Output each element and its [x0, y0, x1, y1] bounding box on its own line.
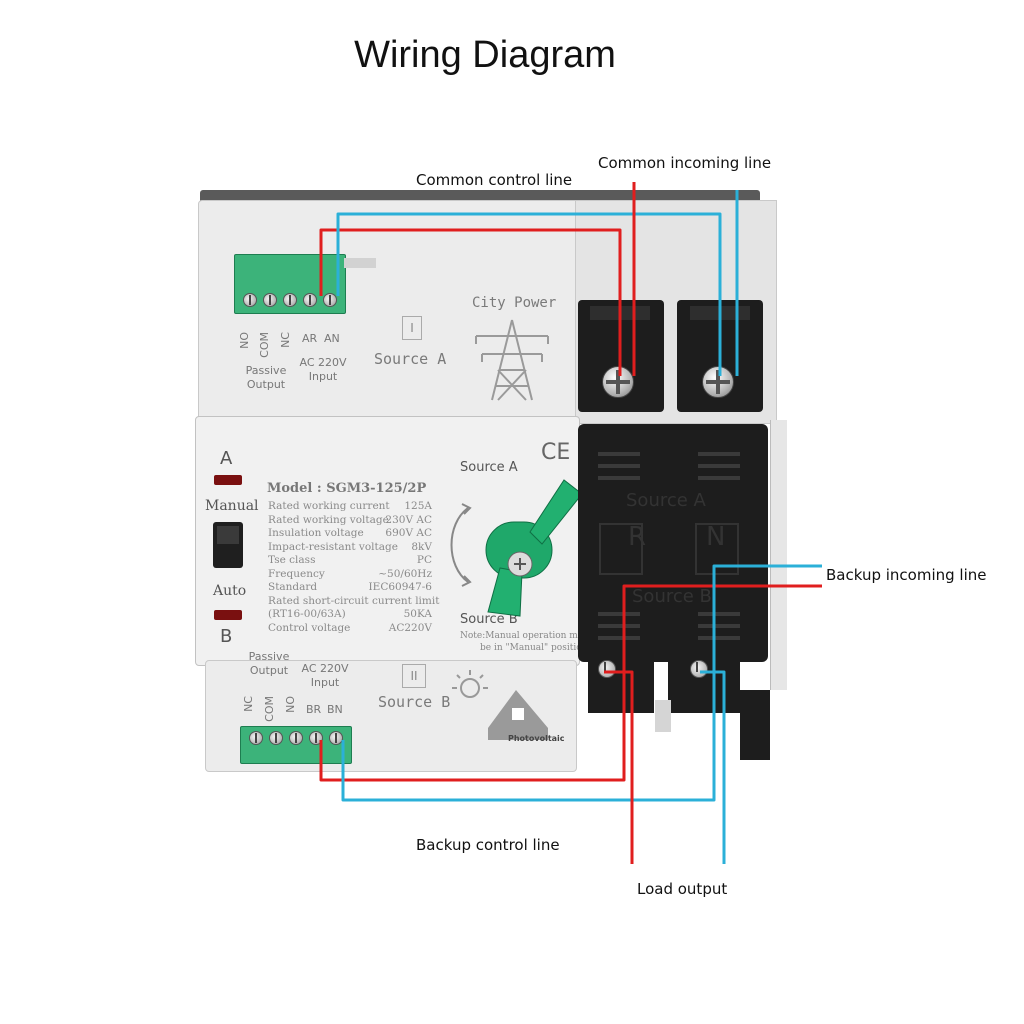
backup-incoming-red-wire: [319, 584, 822, 782]
spec-name: Insulation voltage: [268, 527, 364, 539]
spec-name: Rated working voltage: [268, 513, 389, 526]
breaker-source-a-label: Source A: [626, 490, 706, 511]
bottom-ac-input: AC 220V Input: [301, 662, 349, 689]
breaker-n-label: N: [706, 522, 726, 552]
load-output-blue-wire: [700, 670, 726, 864]
spec-value: AC220V: [388, 621, 432, 634]
photovoltaic-label: Photovoltaic: [508, 734, 565, 743]
spec-value: 690V AC: [385, 527, 432, 539]
knob-source-a-label: Source A: [460, 460, 518, 475]
callout-load-output: Load output: [637, 880, 728, 898]
breaker-center-block: [578, 424, 768, 662]
knob-source-b-label: Source B: [460, 612, 518, 627]
spec-name: Tse class: [268, 554, 316, 566]
spec-name: Rated short-circuit current limit: [268, 594, 440, 607]
spec-value: ~50/60Hz: [378, 567, 432, 580]
top-label-ar: AR: [302, 332, 318, 345]
spec-name: Rated working current: [268, 500, 390, 512]
power-tower-icon: [475, 319, 549, 401]
led-b-indicator: [214, 610, 242, 620]
led-a-label: A: [220, 448, 233, 469]
note-line-1: Note:Manual operation must: [460, 631, 592, 641]
note-line-2: be in "Manual" position: [480, 643, 588, 653]
load-output-red-wire: [604, 670, 634, 864]
top-roman-numeral: I: [402, 316, 422, 340]
spec-value: 125A: [404, 500, 432, 512]
top-rail: [344, 258, 376, 268]
bottom-label-br: BR: [306, 703, 322, 716]
spec-value: IEC60947-6: [368, 581, 432, 593]
ce-mark: CE: [541, 440, 571, 465]
bottom-source-label: Source B: [378, 693, 451, 711]
top-passive-output: Passive Output: [245, 364, 287, 391]
page-title: Wiring Diagram: [354, 34, 616, 76]
callout-common-control-line: Common control line: [416, 171, 573, 189]
model-label: Model : SGM3-125/2P: [267, 481, 427, 496]
top-source-label: Source A: [374, 350, 447, 368]
spec-value: 230V AC: [385, 513, 432, 526]
callout-backup-control-line: Backup control line: [416, 836, 560, 854]
top-screw-n: [702, 366, 734, 398]
led-a-indicator: [214, 475, 242, 485]
spec-value: 8kV: [411, 540, 432, 553]
spec-name: Control voltage: [268, 621, 351, 634]
selector-knob[interactable]: [470, 472, 590, 622]
manual-label: Manual: [205, 498, 259, 514]
backup-incoming-blue-wire: [341, 564, 822, 802]
callout-common-incoming-line: Common incoming line: [598, 154, 772, 172]
breaker-source-b-label: Source B: [632, 586, 712, 607]
callout-backup-incoming-line: Backup incoming line: [826, 566, 987, 584]
common-control-blue-wire: [336, 212, 722, 376]
spec-name: Frequency: [268, 567, 325, 580]
spec-value: 50KA: [403, 608, 432, 620]
bottom-label-bn: BN: [327, 703, 343, 716]
spec-name: Impact-resistant voltage: [268, 540, 398, 553]
manual-auto-switch[interactable]: [213, 522, 243, 568]
bottom-terminal-block: [240, 726, 352, 764]
spec-value: PC: [416, 554, 432, 566]
top-terminal-block: [234, 254, 346, 314]
spec-name: (RT16-00/63A): [268, 608, 346, 620]
led-b-label: B: [220, 626, 233, 647]
common-control-red-wire: [319, 228, 622, 376]
solar-panel-icon: [452, 670, 548, 740]
bottom-roman-numeral: II: [402, 664, 426, 688]
city-power-label: City Power: [472, 295, 557, 311]
vent-slots: [598, 452, 740, 640]
rotation-arrow-icon: [450, 503, 472, 587]
auto-label: Auto: [213, 583, 247, 599]
breaker-r-label: R: [628, 522, 647, 552]
top-ac-input: AC 220V Input: [299, 356, 347, 383]
top-screw-r: [602, 366, 634, 398]
top-label-an: AN: [324, 332, 340, 345]
spec-name: Standard: [268, 581, 318, 593]
bottom-passive-output: Passive Output: [248, 650, 290, 677]
